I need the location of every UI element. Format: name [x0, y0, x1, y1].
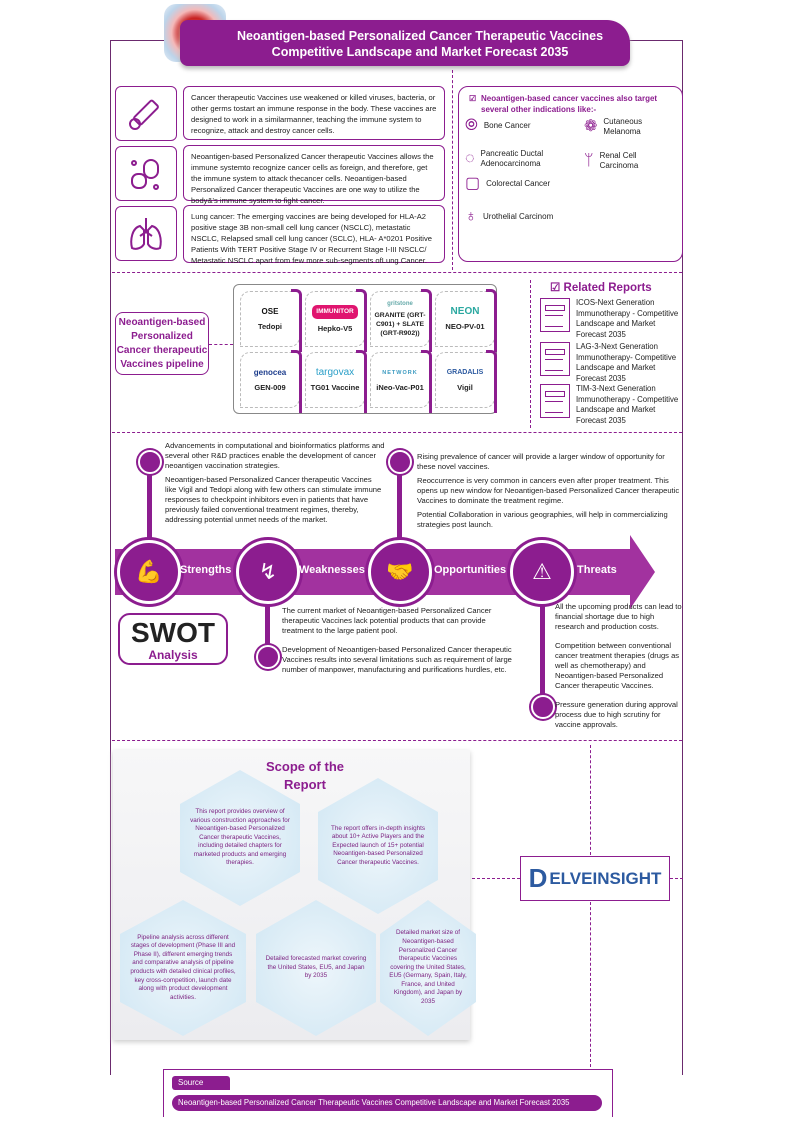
indications-box: ☑Neoantigen-based cancer vaccines also t…: [458, 86, 683, 262]
scope-title: Scope of the Report: [265, 759, 344, 792]
related-report-link[interactable]: TIM-3-Next Generation Immunotherapy - Co…: [540, 384, 685, 426]
bladder-icon: ♁: [465, 208, 477, 225]
intro-text-3: Lung cancer: The emerging vaccines are b…: [183, 205, 445, 265]
divider: [472, 878, 520, 879]
threat-icon: ⚠: [510, 540, 574, 604]
marker-dot: [138, 450, 162, 474]
swot-label-weaknesses: Weaknesses: [299, 564, 365, 576]
company-logo: GRADALIS: [446, 368, 484, 376]
indications-heading: ☑Neoantigen-based cancer vaccines also t…: [469, 94, 658, 114]
scope-item: The report offers in-depth insights abou…: [318, 778, 438, 914]
indication-item: ▢Colorectal Cancer: [465, 175, 551, 192]
scope-item: Detailed market size of Neoantigen-based…: [380, 900, 476, 1036]
related-reports-title: ☑ Related Reports: [550, 282, 652, 294]
marker-dot: [256, 645, 280, 669]
intro-text-1: Cancer therapeutic Vaccines use weakened…: [183, 86, 445, 140]
report-icon: [540, 298, 570, 332]
threats-text: All the upcoming products can lead to fi…: [555, 602, 682, 729]
divider: [452, 70, 453, 270]
lungs-icon: [115, 206, 177, 261]
divider: [530, 280, 531, 428]
divider: [112, 740, 682, 741]
related-report-link[interactable]: LAG-3-Next Generation Immunotherapy- Com…: [540, 342, 685, 384]
indication-item: ♁Urothelial Carcinom: [465, 208, 554, 225]
syringe-icon: [115, 86, 177, 141]
divider: [590, 902, 591, 1067]
company-logo: genocea: [253, 367, 287, 377]
company-logo: targovax: [315, 366, 355, 378]
connector: [540, 600, 545, 700]
marker-dot: [531, 695, 555, 719]
melanoma-icon: ❁: [584, 118, 598, 135]
source-box: [163, 1069, 613, 1117]
indication-item: ❁Cutaneous Melanoma: [584, 117, 643, 136]
report-icon: [540, 342, 570, 376]
pill-icon: [115, 146, 177, 201]
connector: [265, 600, 270, 650]
strength-icon: 💪: [117, 540, 181, 604]
pipeline-label: Neoantigen-based Personalized Cancer the…: [115, 312, 209, 375]
kidney-icon: ᛘ: [584, 152, 594, 169]
weaknesses-text: The current market of Neoantigen-based P…: [282, 606, 512, 674]
swot-label-strengths: Strengths: [180, 564, 232, 576]
swot-label-opportunities: Opportunities: [434, 564, 507, 576]
strengths-text: Advancements in computational and bioinf…: [165, 441, 385, 524]
connector: [397, 460, 402, 545]
company-logo: gritstone: [387, 301, 413, 307]
report-icon: [540, 384, 570, 418]
connector: [147, 460, 152, 545]
checkbox-icon: ☑: [550, 282, 564, 294]
divider: [670, 878, 683, 879]
intro-text-2: Neoantigen-based Personalized Cancer the…: [183, 145, 445, 205]
company-logo: OSE: [261, 306, 279, 316]
company-logo: IMMUNITOR: [312, 304, 358, 319]
bone-icon: ⦾: [465, 117, 478, 134]
opportunities-text: Rising prevalence of cancer will provide…: [417, 452, 680, 529]
swot-analysis-logo: SWOT Analysis: [118, 613, 228, 665]
scope-item: Pipeline analysis across different stage…: [120, 900, 246, 1036]
indication-item: ⦾Bone Cancer: [465, 117, 531, 134]
source-label: Source: [172, 1076, 230, 1090]
related-report-link[interactable]: ICOS-Next Generation Immunotherapy - Com…: [540, 298, 685, 340]
connector: [209, 344, 233, 345]
divider: [590, 745, 591, 855]
source-text: Neoantigen-based Personalized Cancer The…: [172, 1095, 602, 1111]
scope-item: Detailed forecasted market covering the …: [256, 900, 376, 1036]
company-logo: NEON: [450, 305, 480, 317]
company-logo: NETWORK: [382, 369, 418, 376]
colon-icon: ▢: [465, 175, 481, 192]
divider: [112, 432, 682, 433]
swot-label-threats: Threats: [577, 564, 617, 576]
pancreas-icon: ◌: [465, 150, 475, 167]
arrow-head: [630, 535, 655, 609]
page-title: Neoantigen-based Personalized Cancer The…: [180, 20, 630, 66]
opportunity-icon: 🤝: [368, 540, 432, 604]
divider: [112, 272, 682, 273]
scope-item: This report provides overview of various…: [180, 770, 300, 906]
weakness-icon: ↯: [236, 540, 300, 604]
marker-dot: [388, 450, 412, 474]
checkbox-icon: ☑: [469, 94, 477, 103]
indication-item: ◌Pancreatic Ductal Adenocarcinoma: [465, 149, 544, 168]
